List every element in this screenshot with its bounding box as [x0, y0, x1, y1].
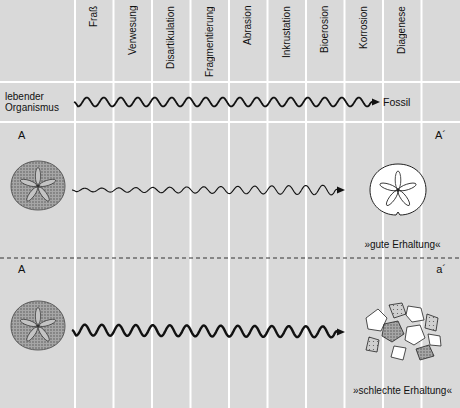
process-column-header: Diagenese [396, 6, 408, 78]
fossil-figure: a´ »schlechte Erhaltung« [345, 262, 460, 402]
sea-urchin [11, 161, 65, 210]
node-label: a´ [436, 264, 446, 275]
result-label: Fossil [380, 84, 440, 120]
node-label: Fossil [383, 97, 410, 108]
organism-figure: A [2, 128, 72, 252]
dashed-separator [0, 258, 460, 259]
process-column-header: Verwesung [127, 6, 139, 78]
arrow-head [337, 328, 345, 335]
organism-figure: A [2, 262, 72, 398]
arrow-head [372, 99, 380, 106]
wavy-line [72, 185, 338, 195]
node-label: A [18, 264, 25, 275]
node-label: A´ [435, 130, 446, 141]
wavy-arrow [74, 98, 380, 107]
node-caption: »schlechte Erhaltung« [345, 385, 460, 396]
row-label: lebender Organismus [2, 84, 74, 120]
process-column-header: Disartikulation [165, 6, 177, 78]
node-caption: »gute Erhaltung« [345, 239, 460, 250]
test-fragments [366, 303, 441, 360]
process-column-header: Korrosion [358, 6, 370, 78]
fossil-test [370, 164, 426, 215]
wavy-line [74, 98, 373, 107]
process-column-header: Abrasion [242, 6, 254, 78]
process-column-header: Inkrustation [281, 6, 293, 78]
process-column-header: Bioerosion [319, 6, 331, 78]
fossil-figure: A´ »gute Erhaltung« [345, 128, 460, 252]
node-label: A [18, 130, 25, 141]
node-label: lebender Organismus [5, 91, 73, 113]
arrow-head [337, 187, 345, 194]
wavy-arrow [72, 325, 345, 338]
wavy-arrow [72, 185, 345, 195]
wavy-line [72, 325, 338, 338]
sea-urchin [11, 301, 65, 350]
process-column-header: Fraß [88, 6, 100, 78]
process-column-header: Fragmentierung [204, 6, 216, 78]
